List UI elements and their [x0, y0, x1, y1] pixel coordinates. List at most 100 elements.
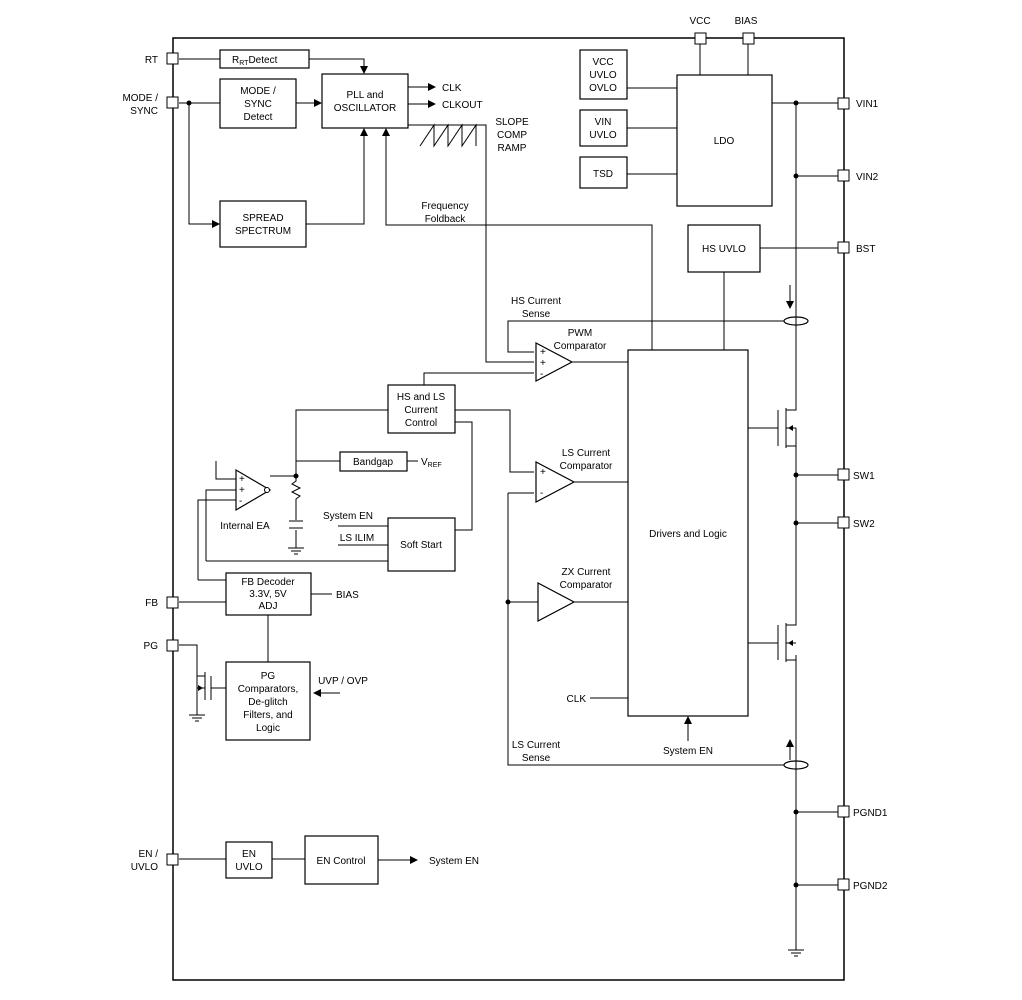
pll-osc-line1: PLL and: [347, 90, 384, 101]
zx-current-comparator-symbol: [537, 582, 576, 622]
pg-comp-line1: PG: [261, 671, 276, 682]
pin-sw2: [837, 516, 850, 529]
fb-decoder-block: [225, 572, 312, 616]
vcc-uvlo-ovlo-line2: UVLO: [589, 70, 616, 81]
spread-spectrum-block: [219, 200, 307, 248]
ls-current-comparator-symbol: [535, 461, 576, 503]
zx-current-comparator-line1: ZX Current: [562, 567, 611, 578]
ls-current-sense-line1: LS Current: [512, 740, 561, 751]
pin-mode-sync: [166, 96, 179, 109]
bandgap-block: [339, 451, 408, 472]
pin-sw1: [837, 468, 850, 481]
en-uvlo-line1: EN: [242, 849, 256, 860]
ea-plus-1: +: [239, 474, 245, 485]
ea-compensation-resistor: [290, 476, 302, 500]
spread-spectrum-line2: SPECTRUM: [235, 226, 291, 237]
ls-current-sense-line2: Sense: [522, 753, 551, 764]
ls-comp-plus: +: [540, 467, 546, 478]
uvp-ovp-label: UVP / OVP: [318, 676, 368, 687]
hs-ls-cc-line1: HS and LS: [397, 392, 446, 403]
en-control-label: EN Control: [317, 856, 366, 867]
pin-label-pgnd2: PGND2: [853, 881, 888, 892]
frequency-foldback-line2: Foldback: [425, 214, 467, 225]
pin-label-en-uvlo-2: UVLO: [131, 862, 158, 873]
pin-label-sw2: SW2: [853, 519, 875, 530]
pwm-comparator-line2: Comparator: [554, 341, 607, 352]
vin-uvlo-line1: VIN: [595, 117, 612, 128]
vin-uvlo-block: [579, 109, 628, 147]
pin-label-vcc: VCC: [689, 16, 710, 27]
pin-pgnd1: [837, 805, 850, 818]
pin-en-uvlo: [166, 853, 179, 866]
vref-label: VREF: [421, 457, 442, 469]
rrt-detect-block: [219, 49, 310, 69]
pin-bst: [837, 241, 850, 254]
pin-label-en-uvlo-1: EN /: [139, 849, 159, 860]
zx-current-comparator-line2: Comparator: [560, 580, 613, 591]
frequency-foldback-line1: Frequency: [421, 201, 468, 212]
low-side-fet-icon: [777, 612, 797, 662]
vcc-uvlo-ovlo-block: [579, 49, 628, 100]
pin-bias: [742, 32, 755, 45]
mode-sync-detect-line3: Detect: [244, 112, 273, 123]
slope-comp-ramp-line2: COMP: [497, 130, 527, 141]
pg-comp-line5: Logic: [256, 723, 280, 734]
clkout-label: CLKOUT: [442, 100, 483, 111]
pin-vin1: [837, 97, 850, 110]
pin-label-rt: RT: [145, 55, 158, 66]
drivers-clk-label: CLK: [567, 694, 587, 705]
pg-ground-icon: [189, 714, 205, 722]
pwm-plus-1: +: [540, 347, 546, 358]
pin-label-fb: FB: [145, 598, 158, 609]
pll-osc-line2: OSCILLATOR: [334, 103, 396, 114]
hs-uvlo-block: [687, 224, 761, 273]
ea-ground-icon: [288, 547, 304, 555]
internal-ea-symbol: [235, 468, 272, 512]
pin-label-pgnd1: PGND1: [853, 808, 888, 819]
soft-start-label: Soft Start: [400, 540, 442, 551]
fb-decoder-line1: FB Decoder: [241, 577, 295, 588]
ls-current-sense-coil-icon: [783, 760, 809, 770]
pg-comp-line3: De-glitch: [248, 697, 287, 708]
ls-current-comparator-line2: Comparator: [560, 461, 613, 472]
drivers-logic-block: [627, 349, 749, 717]
pin-vcc: [694, 32, 707, 45]
ls-current-comparator-line1: LS Current: [562, 448, 611, 459]
hs-current-sense-coil-icon: [783, 316, 809, 326]
hs-current-sense-line1: HS Current: [511, 296, 561, 307]
pg-nmos-transistor-icon: [197, 672, 212, 700]
hs-ls-cc-line3: Control: [405, 418, 437, 429]
soft-start-block: [387, 517, 456, 572]
fb-decoder-line2: 3.3V, 5V: [249, 589, 287, 600]
pin-label-bias: BIAS: [735, 16, 758, 27]
vcc-uvlo-ovlo-line1: VCC: [592, 57, 613, 68]
pin-vin2: [837, 169, 850, 182]
pwm-comparator-line1: PWM: [568, 328, 592, 339]
pll-oscillator-block: [321, 73, 409, 129]
pin-pgnd2: [837, 878, 850, 891]
slope-comp-ramp-line1: SLOPE: [495, 117, 529, 128]
pin-pg: [166, 639, 179, 652]
high-side-fet-icon: [777, 400, 797, 448]
pin-label-mode-sync-1: MODE /: [122, 93, 158, 104]
mode-sync-detect-line1: MODE /: [240, 86, 276, 97]
mode-sync-detect-line2: SYNC: [244, 99, 272, 110]
pin-rt: [166, 52, 179, 65]
pg-comp-line2: Comparators,: [238, 684, 299, 695]
bandgap-label: Bandgap: [353, 457, 393, 468]
vcc-uvlo-ovlo-line3: OVLO: [589, 83, 617, 94]
pin-label-pg: PG: [144, 641, 159, 652]
pin-label-vin2: VIN2: [856, 172, 879, 183]
pg-comparators-block: [225, 661, 311, 741]
pgnd-ground-icon: [788, 949, 804, 957]
pin-label-bst: BST: [856, 244, 875, 255]
ldo-label: LDO: [714, 136, 735, 147]
chip-outline: [172, 37, 845, 981]
system-en-softstart-label: System EN: [323, 511, 373, 522]
pins: [166, 32, 850, 891]
drivers-logic-label: Drivers and Logic: [649, 529, 727, 540]
hs-uvlo-label: HS UVLO: [702, 244, 746, 255]
en-uvlo-block: [225, 841, 273, 879]
en-uvlo-line2: UVLO: [235, 862, 262, 873]
drivers-system-en-label: System EN: [663, 746, 713, 757]
